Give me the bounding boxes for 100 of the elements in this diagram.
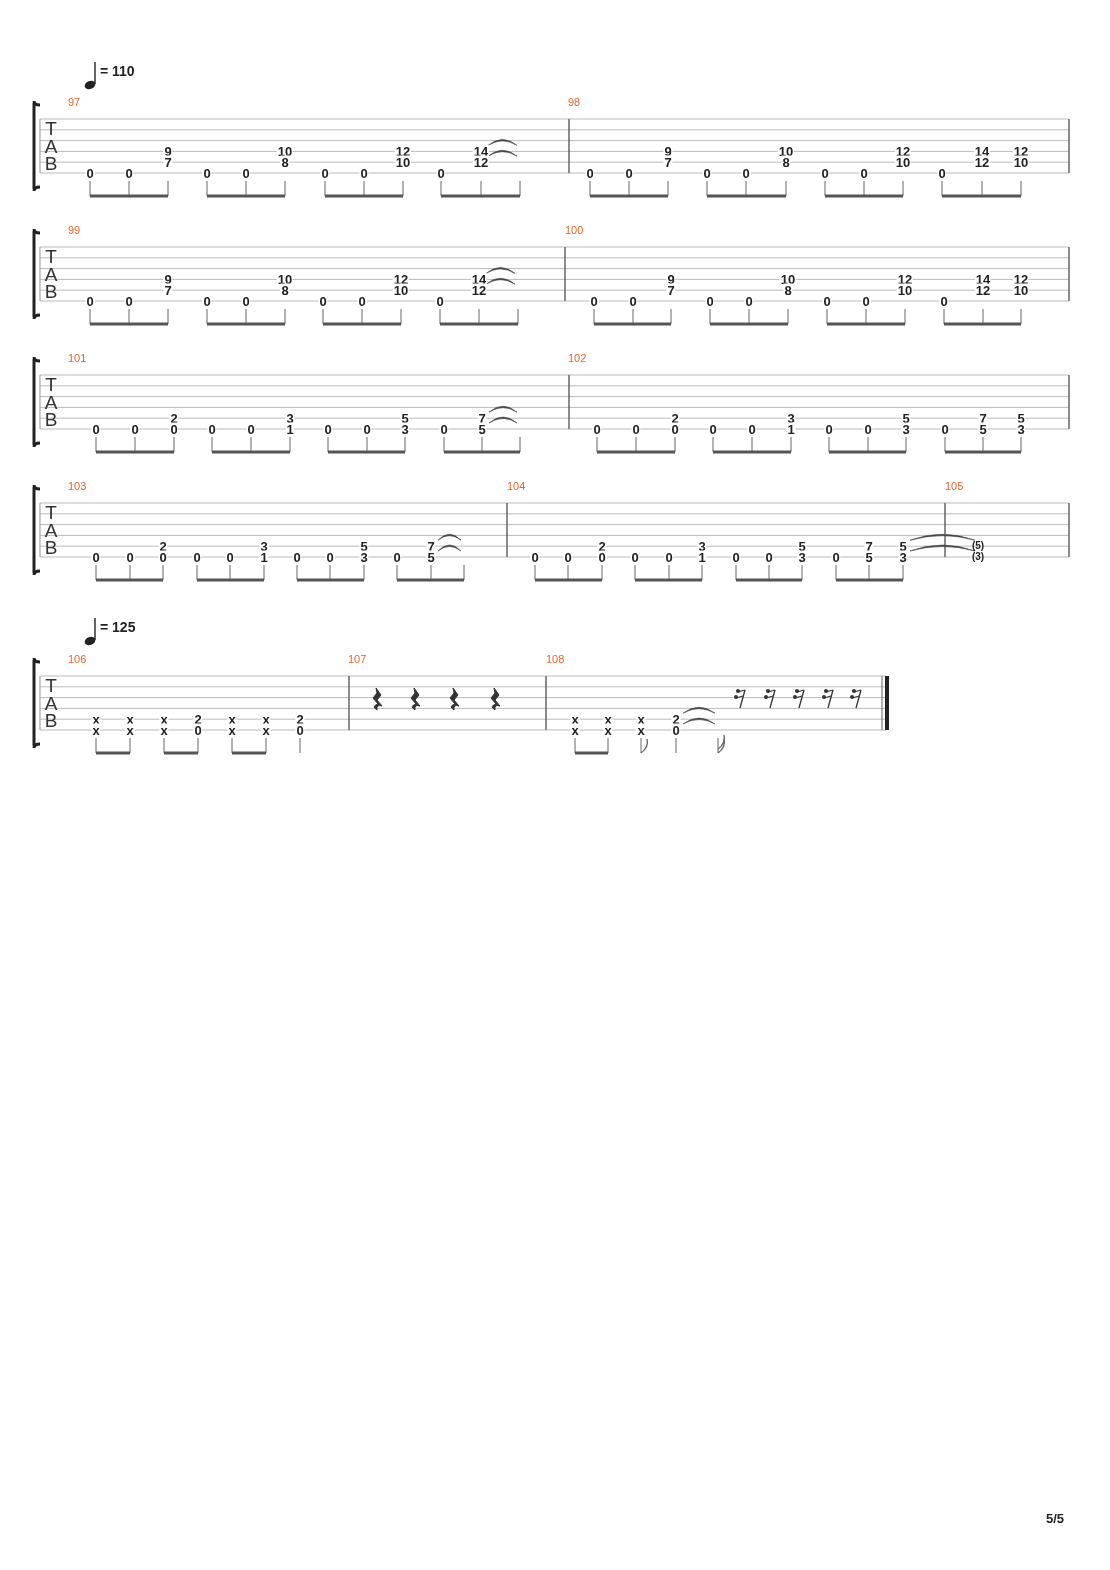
fret-number: 8 xyxy=(280,283,290,297)
tab-clef-letter: A xyxy=(44,520,58,540)
fret-number: 0 xyxy=(124,294,134,308)
fret-number: 0 xyxy=(292,550,302,564)
fret-number: 0 xyxy=(436,166,446,180)
fret-number: 0 xyxy=(125,550,135,564)
tab-clef-letter: A xyxy=(44,392,58,412)
fret-number: 0 xyxy=(585,166,595,180)
fret-number: 0 xyxy=(597,550,607,564)
fret-number: 0 xyxy=(202,294,212,308)
tab-clef-letter: B xyxy=(44,281,58,301)
fret-number: 0 xyxy=(318,294,328,308)
fret-number: 3 xyxy=(797,550,807,564)
fret-number: 0 xyxy=(158,550,168,564)
fret-number: 0 xyxy=(362,422,372,436)
fret-number: 7 xyxy=(163,155,173,169)
fret-number: 0 xyxy=(670,422,680,436)
fret-number: 3 xyxy=(359,550,369,564)
measure-number: 97 xyxy=(68,97,81,108)
fret-number: 0 xyxy=(744,294,754,308)
fret-number: 0 xyxy=(822,294,832,308)
fret-number: 0 xyxy=(589,294,599,308)
fret-number: 0 xyxy=(202,166,212,180)
measure-number: 102 xyxy=(568,353,587,364)
fret-number: 0 xyxy=(863,422,873,436)
fret-number: 1 xyxy=(285,422,295,436)
fret-number: 0 xyxy=(85,166,95,180)
fret-number: 3 xyxy=(898,550,908,564)
fret-number: (5) xyxy=(971,541,985,552)
fret-number: 0 xyxy=(357,294,367,308)
tab-clef-letter: T xyxy=(45,246,57,266)
fret-number: 0 xyxy=(435,294,445,308)
fret-number: 5 xyxy=(978,422,988,436)
fret-number: 10 xyxy=(894,155,912,169)
fret-number: 0 xyxy=(323,422,333,436)
fret-number: 0 xyxy=(530,550,540,564)
fret-number: 12 xyxy=(973,155,991,169)
tab-clef-letter: B xyxy=(44,153,58,173)
fret-number: 1 xyxy=(697,550,707,564)
fret-number: 3 xyxy=(901,422,911,436)
fret-number: 0 xyxy=(630,550,640,564)
fret-number: 0 xyxy=(241,166,251,180)
fret-number: 1 xyxy=(786,422,796,436)
fret-number: 0 xyxy=(241,294,251,308)
fret-number: 10 xyxy=(394,155,412,169)
fret-number: 0 xyxy=(192,550,202,564)
fret-number: 0 xyxy=(124,166,134,180)
fret-number: 0 xyxy=(747,422,757,436)
fret-number: 0 xyxy=(624,166,634,180)
fret-number: 3 xyxy=(400,422,410,436)
tab-clef-letter: T xyxy=(45,118,57,138)
fret-number: 0 xyxy=(91,550,101,564)
fret-number: 0 xyxy=(859,166,869,180)
fret-number: 0 xyxy=(225,550,235,564)
fret-number: 0 xyxy=(731,550,741,564)
fret-number: 0 xyxy=(708,422,718,436)
fret-number: 0 xyxy=(325,550,335,564)
tab-clef-letter: A xyxy=(44,264,58,284)
fret-number: 10 xyxy=(1012,155,1030,169)
tab-clef-letter: T xyxy=(45,374,57,394)
fret-number: 5 xyxy=(426,550,436,564)
fret-number: 10 xyxy=(392,283,410,297)
fret-number: 0 xyxy=(207,422,217,436)
fret-number: 1 xyxy=(259,550,269,564)
fret-number: 0 xyxy=(824,422,834,436)
fret-number: 0 xyxy=(85,294,95,308)
fret-number: 0 xyxy=(130,422,140,436)
fret-number: 0 xyxy=(563,550,573,564)
fret-number: 0 xyxy=(861,294,871,308)
tab-clef-letter: B xyxy=(44,710,58,730)
measure-number: 105 xyxy=(945,481,964,492)
fret-number: 0 xyxy=(939,294,949,308)
fret-number: 0 xyxy=(705,294,715,308)
fret-number: 8 xyxy=(781,155,791,169)
fret-number: 0 xyxy=(295,723,305,737)
measure-number: 108 xyxy=(546,654,565,665)
fret-number: 12 xyxy=(470,283,488,297)
fret-number: 0 xyxy=(664,550,674,564)
fret-number: 12 xyxy=(472,155,490,169)
fret-number: 0 xyxy=(671,723,681,737)
fret-number: 8 xyxy=(280,155,290,169)
fret-number: 0 xyxy=(937,166,947,180)
fret-number: 7 xyxy=(666,283,676,297)
fret-number: 0 xyxy=(320,166,330,180)
fret-number: 0 xyxy=(940,422,950,436)
fret-number: 0 xyxy=(193,723,203,737)
measure-number: 103 xyxy=(68,481,87,492)
measure-number: 100 xyxy=(565,225,584,236)
fret-number: 0 xyxy=(631,422,641,436)
measure-number: 98 xyxy=(568,97,581,108)
fret-number: 10 xyxy=(1012,283,1030,297)
page-number: 5/5 xyxy=(1044,1511,1066,1525)
fret-number: 0 xyxy=(628,294,638,308)
measure-number: 101 xyxy=(68,353,87,364)
fret-number: 0 xyxy=(91,422,101,436)
fret-number: 0 xyxy=(169,422,179,436)
fret-number: 0 xyxy=(764,550,774,564)
fret-number: 0 xyxy=(702,166,712,180)
fret-number: 10 xyxy=(276,272,294,286)
fret-number: 0 xyxy=(359,166,369,180)
